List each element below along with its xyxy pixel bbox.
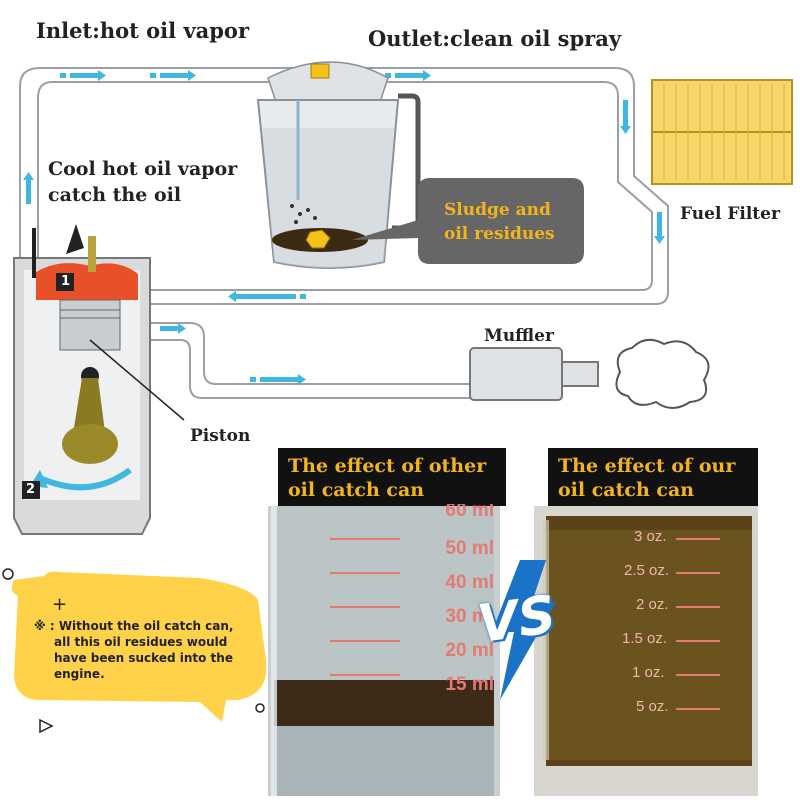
engine-block xyxy=(13,228,151,535)
fuel-filter-label: Fuel Filter xyxy=(680,204,780,224)
cool-vapor-pointer xyxy=(66,224,84,254)
flow-arrows xyxy=(23,70,665,385)
oz-mark: 1.5 oz. xyxy=(622,630,668,647)
ml-mark: 20 ml xyxy=(445,640,494,661)
our-beaker-photo xyxy=(534,506,758,796)
sludge-label-line2: oil residues xyxy=(444,224,555,244)
piston-pointer xyxy=(89,339,185,421)
vs-badge xyxy=(492,560,556,700)
oz-mark: 2 oz. xyxy=(636,596,669,613)
cool-label-line1: Cool hot oil vapor xyxy=(48,158,238,180)
upper-pipe-loop xyxy=(19,67,669,305)
fuel-filter xyxy=(651,79,793,185)
note-plus: + xyxy=(52,594,68,615)
ml-mark: 40 ml xyxy=(445,572,494,593)
oz-markings: 3 oz. 2.5 oz. 2 oz. 1.5 oz. 1 oz. 5 oz. xyxy=(616,528,706,732)
step-2-badge xyxy=(22,481,40,499)
step-1-badge xyxy=(56,273,74,291)
note-line4: engine. xyxy=(54,667,105,681)
sludge-callout xyxy=(352,178,584,264)
other-can-heading: The effect of other oil catch can xyxy=(278,448,506,506)
our-heading-line1: The effect of our xyxy=(558,455,736,477)
muffler-pipe xyxy=(150,322,470,399)
oz-mark: 2.5 oz. xyxy=(624,562,670,579)
cool-label-line2: catch the oil xyxy=(48,184,182,206)
note-line2: all this oil residues would xyxy=(54,635,228,649)
note-line1: ※ : Without the oil catch can, xyxy=(34,619,234,633)
outlet-label: Outlet:clean oil spray xyxy=(368,26,622,51)
vs-text: VS xyxy=(474,584,560,656)
other-heading-line2: oil catch can xyxy=(288,479,425,501)
ml-mark: 30 ml xyxy=(445,606,494,627)
oz-ticks xyxy=(676,538,736,742)
other-beaker-photo xyxy=(268,506,500,796)
oz-mark: 5 oz. xyxy=(636,698,669,715)
muffler-label: Muffler xyxy=(484,326,554,346)
our-can-heading: The effect of our oil catch can xyxy=(548,448,758,506)
sludge-label-line1: Sludge and xyxy=(444,200,551,220)
step-1-number: 1 xyxy=(61,274,71,289)
ml-mark: 60 ml xyxy=(445,504,494,521)
inlet-label: Inlet:hot oil vapor xyxy=(36,18,250,43)
step-2-number: 2 xyxy=(26,482,36,497)
oz-mark: 3 oz. xyxy=(634,528,667,545)
piston-label: Piston xyxy=(190,426,251,446)
other-heading-line1: The effect of other xyxy=(288,455,487,477)
our-heading-line2: oil catch can xyxy=(558,479,695,501)
oz-mark: 1 oz. xyxy=(632,664,665,681)
note-text: ※ : Without the oil catch can, all this … xyxy=(34,618,254,682)
ml-markings: 60 ml 50 ml 40 ml 30 ml 20 ml 15 ml xyxy=(410,504,494,708)
muffler xyxy=(469,338,710,409)
ml-mark: 15 ml xyxy=(445,674,494,695)
note-line3: have been sucked into the xyxy=(54,651,233,665)
sticky-note xyxy=(2,568,267,734)
ml-mark: 50 ml xyxy=(445,538,494,559)
ml-ticks xyxy=(300,538,400,708)
